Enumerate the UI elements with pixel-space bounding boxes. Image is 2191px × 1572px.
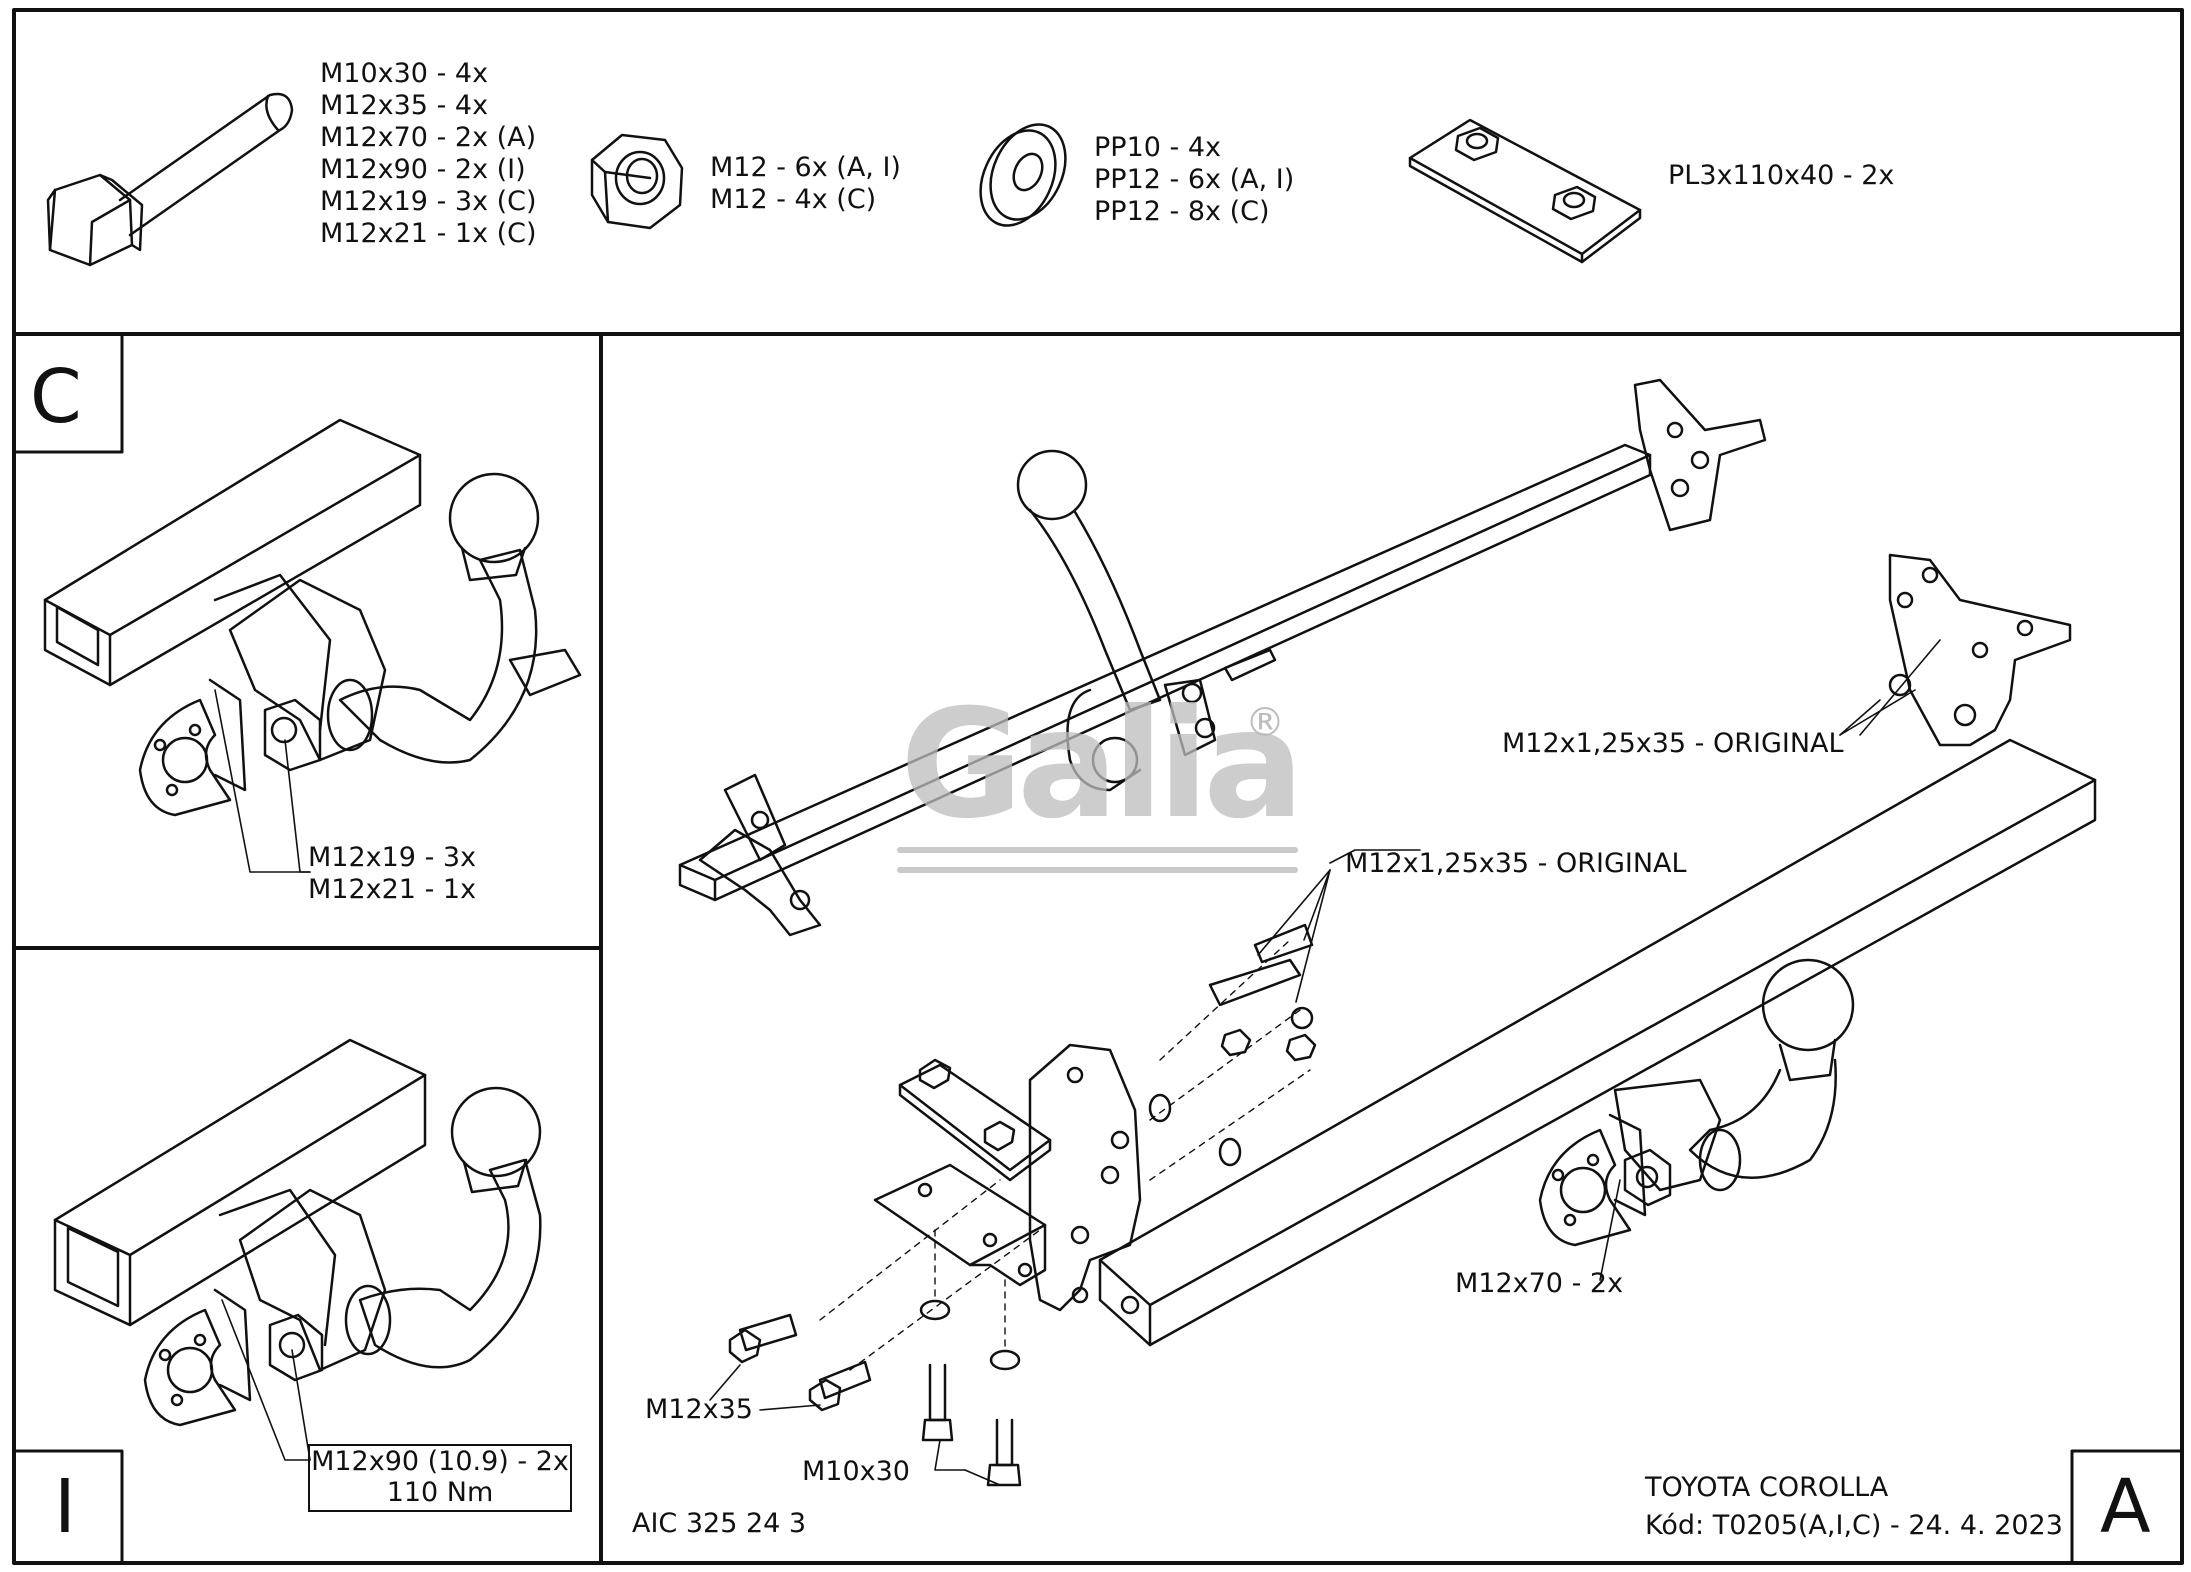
- washer-item: PP12 - 8x (C): [1094, 196, 1270, 227]
- drawing-code-date: Kód: T0205(A,I,C) - 24. 4. 2023: [1645, 1510, 2063, 1541]
- nut-icon: [590, 133, 684, 230]
- m10x30-label: M10x30: [802, 1456, 910, 1487]
- bolt-item: M10x30 - 4x: [320, 58, 489, 89]
- panel-c-callout-line: M12x19 - 3x: [308, 842, 477, 873]
- aic-code: AIC 325 24 3: [632, 1508, 807, 1539]
- m12x35-label: M12x35: [645, 1394, 753, 1425]
- washer-list: PP10 - 4x PP12 - 6x (A, I) PP12 - 8x (C): [1094, 132, 1294, 228]
- galia-logo-watermark: Galia: [900, 678, 1304, 852]
- panel-c-letter: C: [30, 354, 82, 440]
- original-bolts-right-label: M12x1,25x35 - ORIGINAL: [1502, 728, 1844, 759]
- bolt-item: M12x19 - 3x (C): [320, 186, 537, 217]
- bolt-icon: [46, 92, 294, 267]
- bolt-item: M12x70 - 2x (A): [320, 122, 537, 153]
- panel-c-towbar-sketch: [43, 418, 582, 873]
- vehicle-model: TOYOTA COROLLA: [1645, 1472, 1889, 1503]
- panel-i-box-line: 110 Nm: [386, 1477, 494, 1508]
- registered-mark: ®: [1245, 700, 1285, 746]
- m12x70-label: M12x70 - 2x: [1455, 1268, 1624, 1299]
- nut-item: M12 - 6x (A, I): [710, 152, 901, 183]
- original-bolts-center-label: M12x1,25x35 - ORIGINAL: [1345, 848, 1687, 879]
- watermark-underline: [897, 847, 1298, 873]
- plate-label: PL3x110x40 - 2x: [1668, 160, 1895, 191]
- plate-icon: [1408, 118, 1642, 264]
- panel-a-installed-sketch: [678, 378, 1767, 937]
- bolt-item: M12x35 - 4x: [320, 90, 489, 121]
- panel-c-callout-line: M12x21 - 1x: [308, 874, 477, 905]
- panel-i-torque-box: M12x90 (10.9) - 2x 110 Nm: [308, 1444, 572, 1512]
- panel-i-letter: I: [54, 1464, 76, 1550]
- bolt-item: M12x90 - 2x (I): [320, 154, 526, 185]
- bolt-item: M12x21 - 1x (C): [320, 218, 537, 249]
- panel-a-letter: A: [2100, 1464, 2151, 1550]
- panel-c-callout: M12x19 - 3x M12x21 - 1x: [308, 842, 476, 906]
- panel-a-exploded-sketch: [709, 553, 2097, 1487]
- outer-frame: [12, 8, 2184, 1565]
- panel-i-box-line: M12x90 (10.9) - 2x: [311, 1446, 569, 1477]
- panel-i-towbar-sketch: [53, 1038, 542, 1461]
- washer-item: PP10 - 4x: [1094, 132, 1221, 163]
- panel-a-letter-box: [2070, 1449, 2184, 1565]
- panel-c-letter-box: [12, 332, 124, 454]
- nut-item: M12 - 4x (C): [710, 184, 877, 215]
- nut-list: M12 - 6x (A, I) M12 - 4x (C): [710, 152, 901, 216]
- panel-i-letter-box: [12, 1449, 124, 1565]
- bolt-list: M10x30 - 4x M12x35 - 4x M12x70 - 2x (A) …: [320, 58, 537, 250]
- washer-item: PP12 - 6x (A, I): [1094, 164, 1295, 195]
- washer-icon: [979, 123, 1067, 227]
